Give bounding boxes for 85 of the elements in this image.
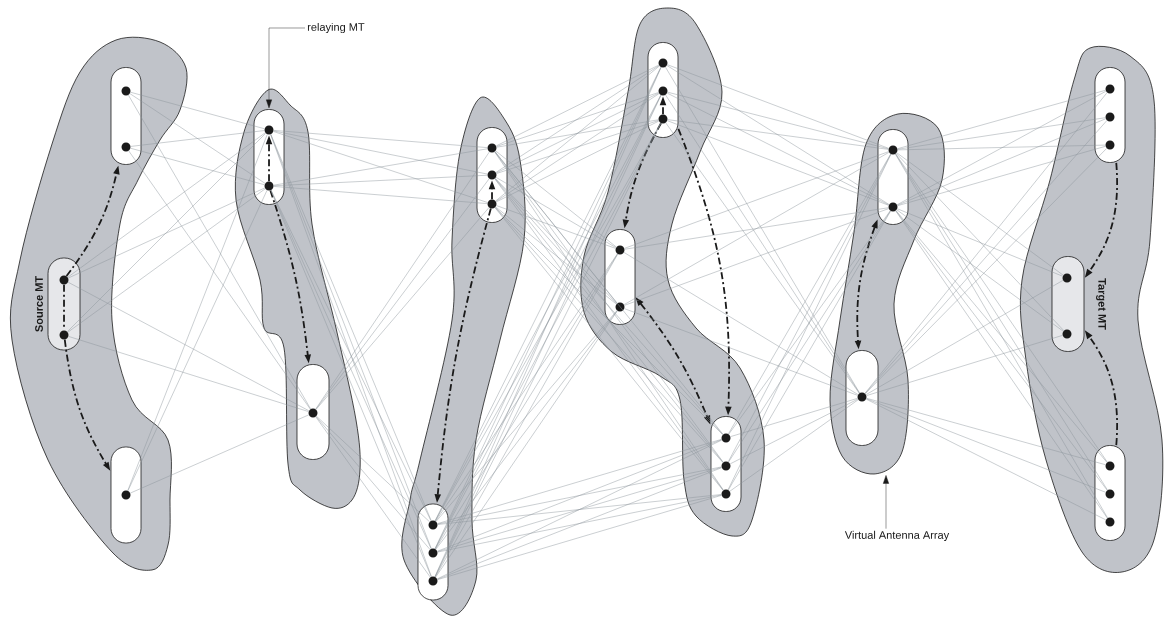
callout-text: Virtual Antenna Array [844, 530, 950, 542]
link-line [866, 335, 1063, 396]
link-line [897, 146, 1106, 206]
link-line [437, 439, 722, 580]
link-line [896, 153, 1064, 331]
link-line [865, 398, 1107, 521]
link-line [273, 130, 488, 175]
link-line [437, 494, 722, 553]
link-line [729, 398, 859, 465]
link-line [495, 65, 660, 173]
terminal-box [110, 446, 142, 544]
link-line [437, 467, 722, 580]
link-line [897, 118, 1106, 206]
link-line [666, 65, 890, 205]
link-line [495, 150, 617, 248]
leader-line [883, 475, 889, 529]
link-line [730, 398, 858, 437]
link-line [896, 209, 1064, 332]
link-line [624, 208, 889, 306]
link-line [496, 120, 660, 203]
link-line [896, 152, 1064, 276]
link-line [67, 132, 266, 278]
link-line [495, 206, 617, 305]
link-line [624, 151, 889, 249]
link-line [866, 398, 1106, 493]
link-line [897, 144, 1106, 151]
link-line [273, 186, 488, 204]
link-line [316, 415, 430, 522]
link-line [496, 120, 659, 174]
link-line [437, 439, 722, 524]
leader-line [266, 27, 306, 109]
link-line [437, 495, 722, 580]
link-line [437, 466, 722, 525]
link-line [437, 494, 722, 525]
link-line [667, 120, 889, 206]
node-label: Source MT [35, 276, 43, 332]
link-line [273, 148, 488, 186]
link-line [128, 94, 311, 410]
link-line [315, 416, 431, 550]
callout-text: relaying MT [307, 22, 365, 34]
link-line [496, 119, 659, 148]
link-line [129, 93, 266, 184]
terminal-box: Target MT [1051, 256, 1106, 352]
link-line [667, 91, 889, 150]
link-line [897, 90, 1106, 149]
link-line [666, 92, 890, 206]
link-line [437, 439, 722, 552]
link-line [667, 119, 889, 150]
terminal-box: Source MT [35, 257, 81, 351]
link-line [273, 175, 488, 186]
link-line [130, 130, 265, 147]
link-line [729, 399, 859, 492]
link-line [68, 187, 265, 279]
link-line [897, 117, 1106, 150]
link-line [67, 133, 266, 332]
link-line [495, 65, 660, 202]
link-line [130, 414, 309, 494]
link-line [624, 308, 858, 396]
link-line [865, 280, 1064, 395]
link-line [130, 148, 265, 185]
link-line [496, 64, 660, 147]
link-line [496, 205, 616, 249]
link-line [127, 134, 268, 491]
link-line [437, 467, 722, 552]
link-line [127, 190, 268, 491]
link-line [67, 188, 266, 333]
link-line [315, 416, 431, 578]
link-line [273, 130, 488, 148]
link-line [496, 92, 659, 174]
link-line [130, 92, 265, 129]
link-line [128, 150, 311, 410]
link-line [624, 207, 889, 250]
link-line [495, 93, 660, 202]
link-line [68, 336, 309, 412]
link-line [496, 92, 659, 147]
node-label: Target MT [1096, 278, 1106, 330]
link-line [67, 282, 310, 411]
link-line [667, 64, 889, 149]
link-line [897, 208, 1063, 277]
link-line [866, 398, 1106, 465]
link-line [495, 177, 617, 248]
link-line [273, 131, 488, 203]
link-line [896, 91, 1107, 205]
link-line [623, 252, 859, 395]
link-line [623, 152, 890, 305]
